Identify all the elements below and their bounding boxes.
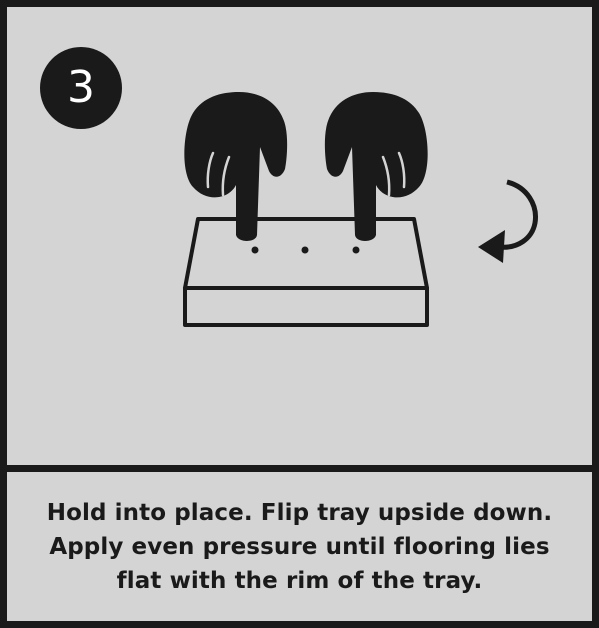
tray-icon (183, 217, 429, 327)
press-dots (251, 246, 360, 254)
instruction-line: flat with the rim of the tray. (116, 567, 483, 594)
instruction-text: Hold into place. Flip tray upside down. … (47, 496, 552, 598)
step-illustration (183, 92, 538, 327)
pointing-hand-icon (324, 92, 428, 241)
instruction-caption: Hold into place. Flip tray upside down. … (7, 472, 592, 621)
rotate-arrow-icon (478, 179, 538, 263)
divider (7, 465, 592, 472)
instruction-line: Hold into place. Flip tray upside down. (46, 499, 553, 526)
pointing-hand-icon (184, 92, 288, 241)
instruction-line: Apply even pressure until flooring lies (49, 533, 550, 560)
step-number-badge: 3 (40, 47, 122, 129)
step-number: 3 (67, 62, 95, 113)
